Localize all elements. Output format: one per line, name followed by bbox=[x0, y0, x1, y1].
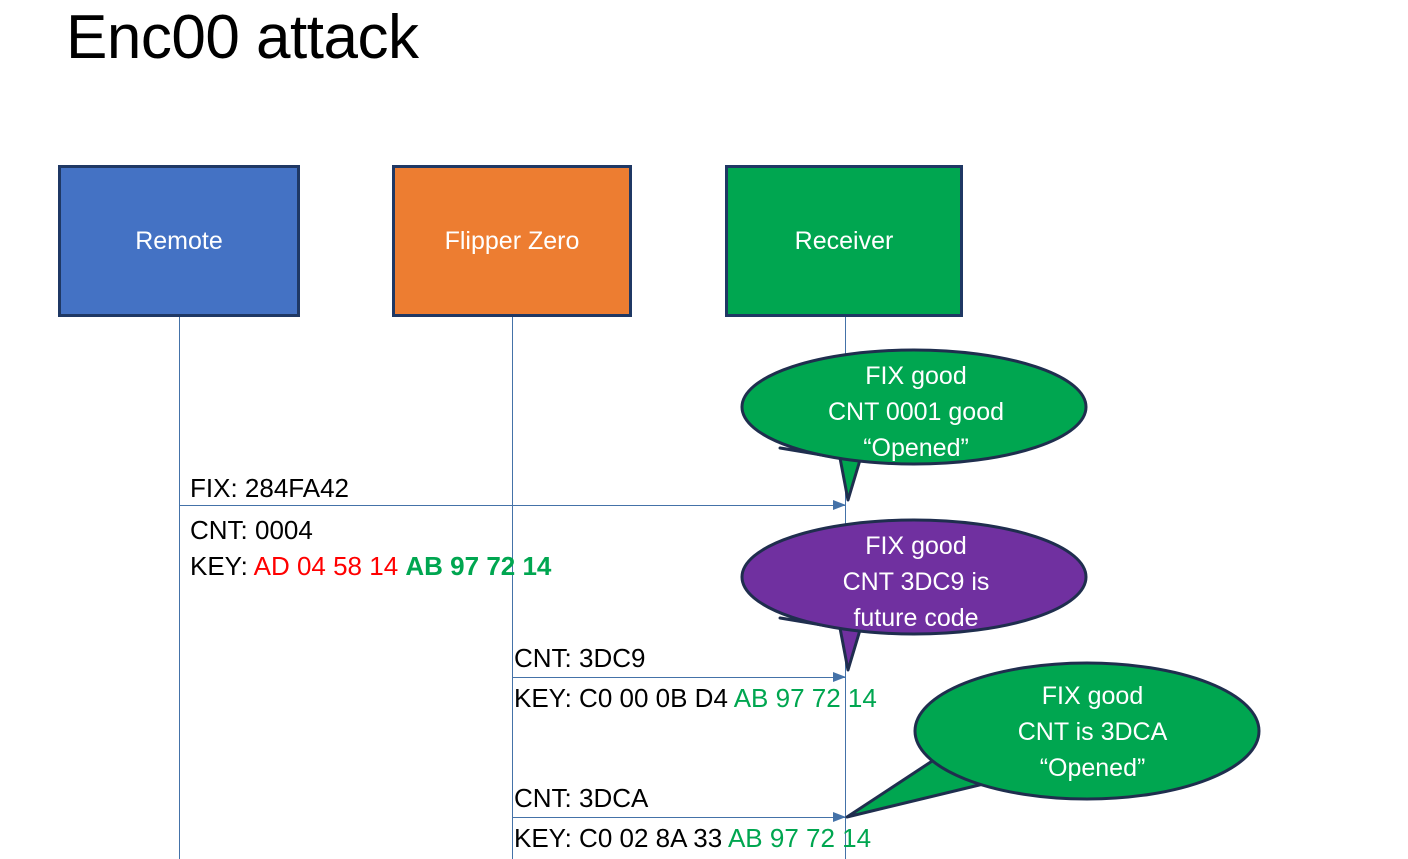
callout-3-shape bbox=[845, 661, 1261, 819]
message-arrow-remote-to-receiver bbox=[179, 500, 846, 510]
message-1-label-cnt: CNT: 0004 bbox=[190, 515, 313, 545]
actor-box-receiver[interactable]: Receiver bbox=[725, 165, 963, 317]
message-2-label-key: KEY: C0 00 0B D4 AB 97 72 14 bbox=[514, 683, 877, 714]
message-2-key-part-a: C0 00 0B D4 bbox=[579, 683, 728, 713]
message-arrow-flipper-to-receiver-1 bbox=[512, 672, 846, 682]
actor-box-remote[interactable]: Remote bbox=[58, 165, 300, 317]
message-2-key-prefix: KEY: bbox=[514, 683, 580, 713]
message-3-label-cnt: CNT: 3DCA bbox=[514, 783, 649, 813]
callout-bubble-1[interactable]: FIX good CNT 0001 good “Opened” bbox=[740, 348, 1092, 508]
callout-2-shape bbox=[740, 518, 1088, 672]
lifeline-flipper-zero bbox=[512, 317, 513, 859]
message-arrow-flipper-to-receiver-2 bbox=[512, 812, 846, 822]
actor-label-receiver: Receiver bbox=[794, 226, 894, 255]
message-3-key-prefix: KEY: bbox=[514, 823, 580, 853]
message-3-key-part-b: AB 97 72 14 bbox=[727, 823, 872, 853]
message-1-label-fix: FIX: 284FA42 bbox=[190, 473, 349, 503]
message-1-key-prefix: KEY: bbox=[190, 551, 254, 581]
message-1-key-part-b: AB 97 72 14 bbox=[405, 551, 552, 581]
message-3-key-part-a: C0 02 8A 33 bbox=[579, 823, 723, 853]
callout-bubble-2[interactable]: FIX good CNT 3DC9 is future code bbox=[740, 518, 1092, 678]
actor-label-remote: Remote bbox=[135, 226, 223, 255]
message-1-label-key: KEY: AD 04 58 14 AB 97 72 14 bbox=[190, 551, 551, 582]
message-3-label-key: KEY: C0 02 8A 33 AB 97 72 14 bbox=[514, 823, 871, 854]
actor-label-flipper-zero: Flipper Zero bbox=[444, 226, 580, 255]
page-title: Enc00 attack bbox=[66, 3, 419, 72]
message-1-key-part-a: AD 04 58 14 bbox=[253, 551, 399, 581]
callout-bubble-3[interactable]: FIX good CNT is 3DCA “Opened” bbox=[840, 660, 1270, 825]
actor-box-flipper-zero[interactable]: Flipper Zero bbox=[392, 165, 632, 317]
message-2-label-cnt: CNT: 3DC9 bbox=[514, 643, 646, 673]
callout-1-shape bbox=[740, 348, 1088, 502]
lifeline-remote bbox=[179, 317, 180, 859]
message-2-key-part-b: AB 97 72 14 bbox=[733, 683, 877, 713]
